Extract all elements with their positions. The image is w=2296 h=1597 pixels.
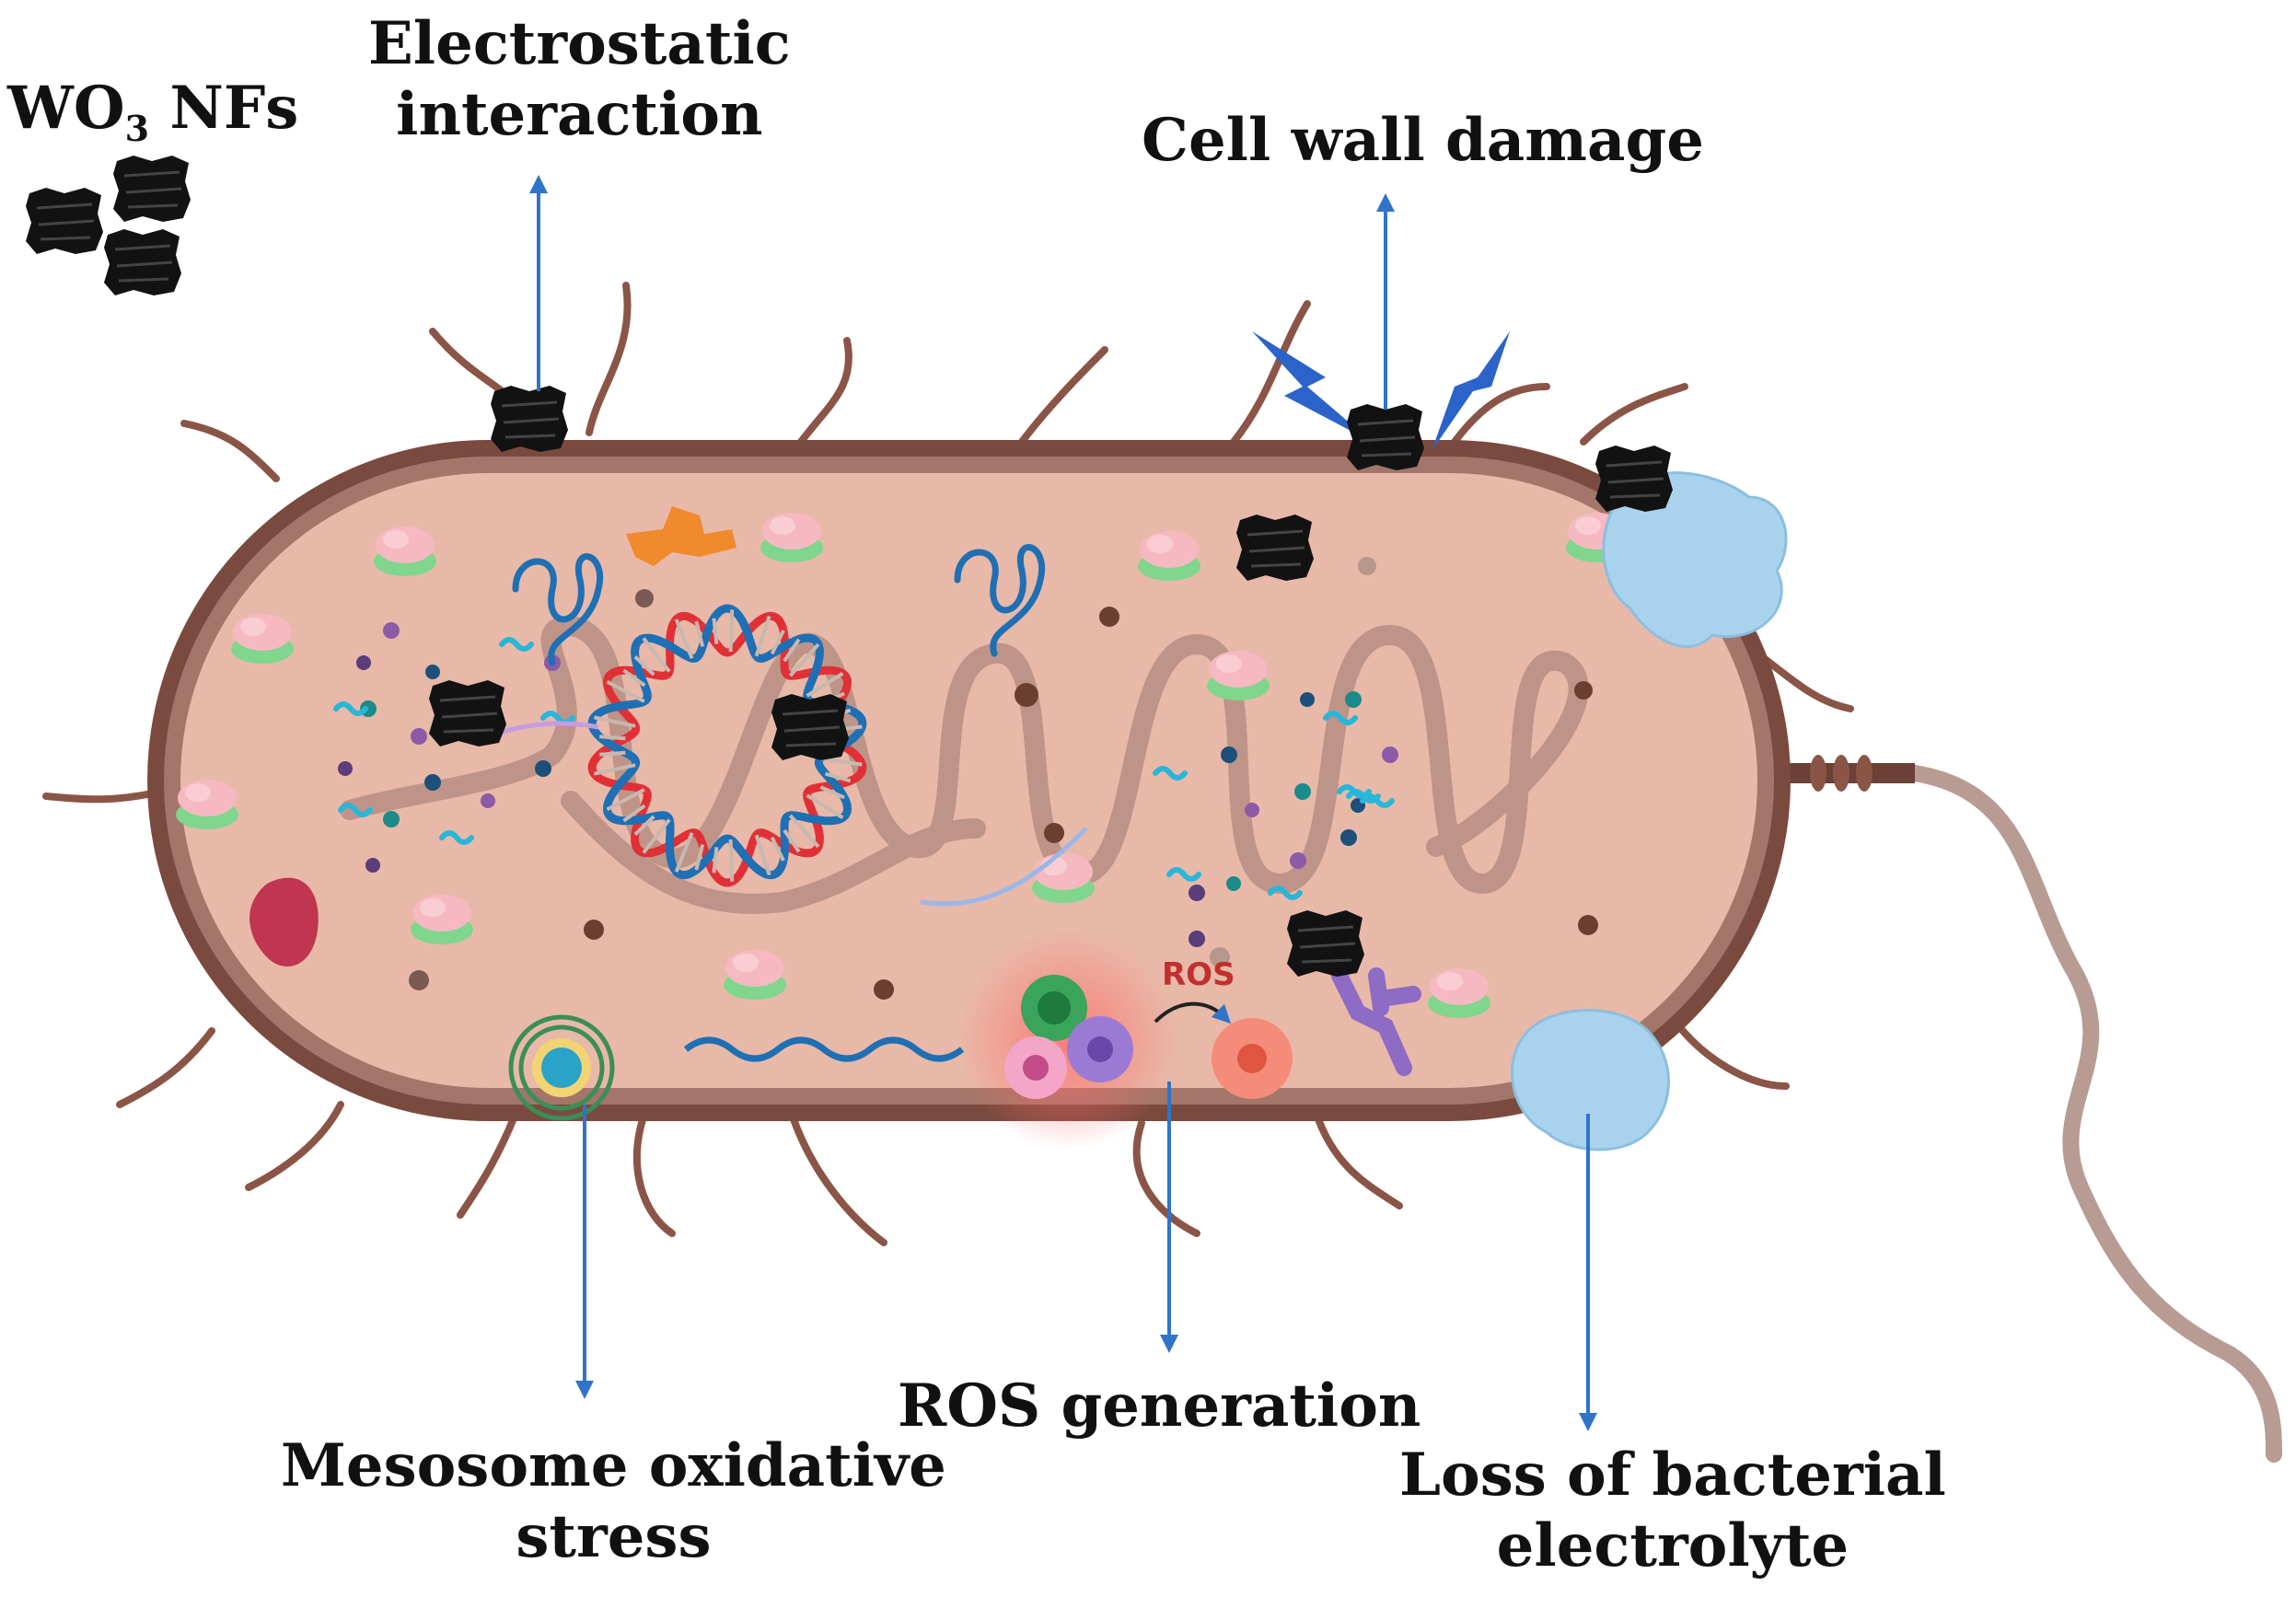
cell-wall-damage-label: Cell wall damage bbox=[1142, 106, 1704, 175]
dna-base-pair bbox=[606, 788, 645, 812]
blue-strand bbox=[920, 827, 1088, 907]
dna-base-pair bbox=[806, 793, 844, 819]
purple-antibody bbox=[1331, 967, 1421, 1076]
dna-base-pair bbox=[622, 804, 646, 823]
dna-strand bbox=[683, 1036, 965, 1062]
ros-tag: ROS bbox=[1162, 956, 1235, 993]
dna-base-pair bbox=[633, 654, 655, 677]
dna-base-pair bbox=[754, 615, 771, 657]
mesosome bbox=[508, 1014, 615, 1121]
dna-base-pair bbox=[770, 630, 785, 655]
loss-of-bacterial-electrolyte-label: Loss of bacterial electrolyte bbox=[1399, 1441, 1946, 1580]
dna-base-pair bbox=[599, 735, 626, 741]
enzyme-orange bbox=[626, 506, 736, 566]
lightning-bolts bbox=[1252, 331, 1510, 451]
ros-cluster: ROS bbox=[957, 930, 1293, 1151]
dna-base-pair bbox=[819, 785, 845, 800]
dna-base-pair bbox=[788, 642, 820, 677]
dna-base-pair bbox=[806, 672, 844, 698]
dna-base-pair bbox=[694, 620, 705, 647]
dna-base-pair bbox=[633, 815, 655, 837]
dna-base-pair bbox=[728, 839, 735, 882]
flagellum bbox=[1786, 755, 2282, 1463]
mrna-fragments bbox=[333, 637, 1395, 900]
dna-base-pair bbox=[599, 750, 626, 757]
dna-base-pair bbox=[593, 763, 636, 776]
dna-base-pair bbox=[642, 637, 671, 673]
plasmid-dna bbox=[587, 604, 867, 887]
dna-base-pair bbox=[674, 831, 694, 873]
dna-base-pair bbox=[694, 844, 705, 871]
pili bbox=[42, 282, 1854, 1246]
dna-base-pair bbox=[783, 828, 801, 853]
ros-generation-label: ROS generation bbox=[898, 1371, 1421, 1441]
dna-base-pair bbox=[606, 679, 645, 703]
dna-base-pair bbox=[754, 834, 771, 876]
dna-base-pair bbox=[825, 771, 852, 783]
wo3-nfs-label: WO3 NFs bbox=[7, 74, 299, 149]
dna-base-pair bbox=[712, 847, 719, 874]
protein-squiggles bbox=[512, 544, 1046, 666]
dna-base-pair bbox=[642, 818, 671, 854]
electrolyte-blob-top bbox=[1602, 471, 1788, 648]
dna-base-pair bbox=[712, 618, 719, 644]
dna-base-pair bbox=[728, 609, 735, 652]
dna-base-pair bbox=[593, 715, 636, 728]
dna-base-pair bbox=[674, 619, 694, 660]
dna-base-pair bbox=[783, 638, 801, 663]
dna-base-pair bbox=[788, 814, 820, 849]
dna-base-pair bbox=[819, 757, 863, 767]
annotation-arrows bbox=[529, 175, 1597, 1431]
mesosome-oxidative-stress-label: Mesosome oxidative stress bbox=[281, 1431, 946, 1571]
dna-base-pair bbox=[622, 668, 646, 688]
electrolyte-blob-bottom bbox=[1511, 1009, 1670, 1151]
electrostatic-interaction-label: Electrostatic interaction bbox=[368, 9, 791, 149]
red-granule bbox=[249, 877, 319, 966]
dna-base-pair bbox=[770, 836, 785, 862]
